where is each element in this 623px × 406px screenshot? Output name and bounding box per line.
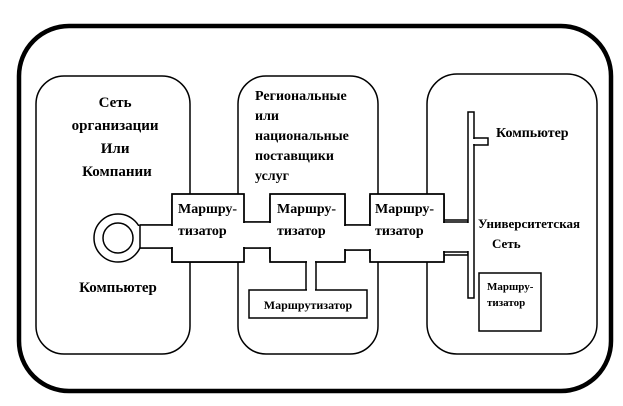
university-router-line-2: тизатор [487, 297, 525, 309]
router-3-line-1: Маршру- [375, 202, 434, 217]
provider-title-line-2: или [255, 109, 279, 124]
provider-router-box [248, 289, 368, 319]
svg-text:Университетская Сеть: Университетская Сеть [478, 216, 583, 251]
svg-text:Маршру- тизатор: Маршру- тизатор [277, 202, 340, 239]
provider-title-line-3: национальные [255, 129, 349, 144]
provider-router-label: Маршрутизатор [264, 298, 353, 312]
link-2-3 [344, 224, 371, 251]
university-computer-label: Компьютер [496, 126, 569, 141]
svg-text:Маршру- тизатор: Маршру- тизатор [375, 202, 438, 239]
university-network-line-1: Университетская [478, 216, 580, 231]
provider-title-line-1: Региональные [255, 89, 347, 104]
university-router-box [478, 272, 542, 332]
svg-text:Сеть организации Или: Сеть организации Или Компании [72, 95, 163, 180]
org-computer-label: Компьютер [79, 280, 157, 296]
link-org-1 [139, 224, 173, 249]
link-1-2 [243, 221, 271, 249]
router-box-2 [269, 193, 346, 263]
link-3-uni [443, 221, 469, 253]
router-2-line-2: тизатор [277, 224, 326, 239]
router-box-1 [171, 193, 245, 263]
svg-text:Маршру- тизатор: Маршру- тизатор [178, 202, 241, 239]
outer-frame [16, 23, 614, 394]
org-computer-icon-inner [102, 222, 134, 254]
router-2-line-1: Маршру- [277, 202, 336, 217]
org-title-line-3: Или [101, 141, 130, 157]
svg-text:Маршру- тизатор: Маршру- тизатор [487, 281, 536, 309]
provider-title-line-4: поставщики [255, 149, 334, 164]
university-bus [467, 111, 475, 299]
stub-link [305, 261, 317, 291]
university-network-line-2: Сеть [492, 236, 521, 251]
org-title-line-2: организации [72, 118, 159, 134]
org-title-line-4: Компании [82, 164, 152, 180]
router-1-line-2: тизатор [178, 224, 227, 239]
router-3-line-2: тизатор [375, 224, 424, 239]
router-1-line-1: Маршру- [178, 202, 237, 217]
university-router-line-1: Маршру- [487, 281, 534, 293]
svg-text:Региональные или нацио: Региональные или национальные поставщики… [255, 89, 352, 184]
org-title-line-1: Сеть [99, 95, 132, 111]
provider-title-line-5: услуг [255, 169, 289, 184]
university-computer-stub [473, 137, 489, 146]
